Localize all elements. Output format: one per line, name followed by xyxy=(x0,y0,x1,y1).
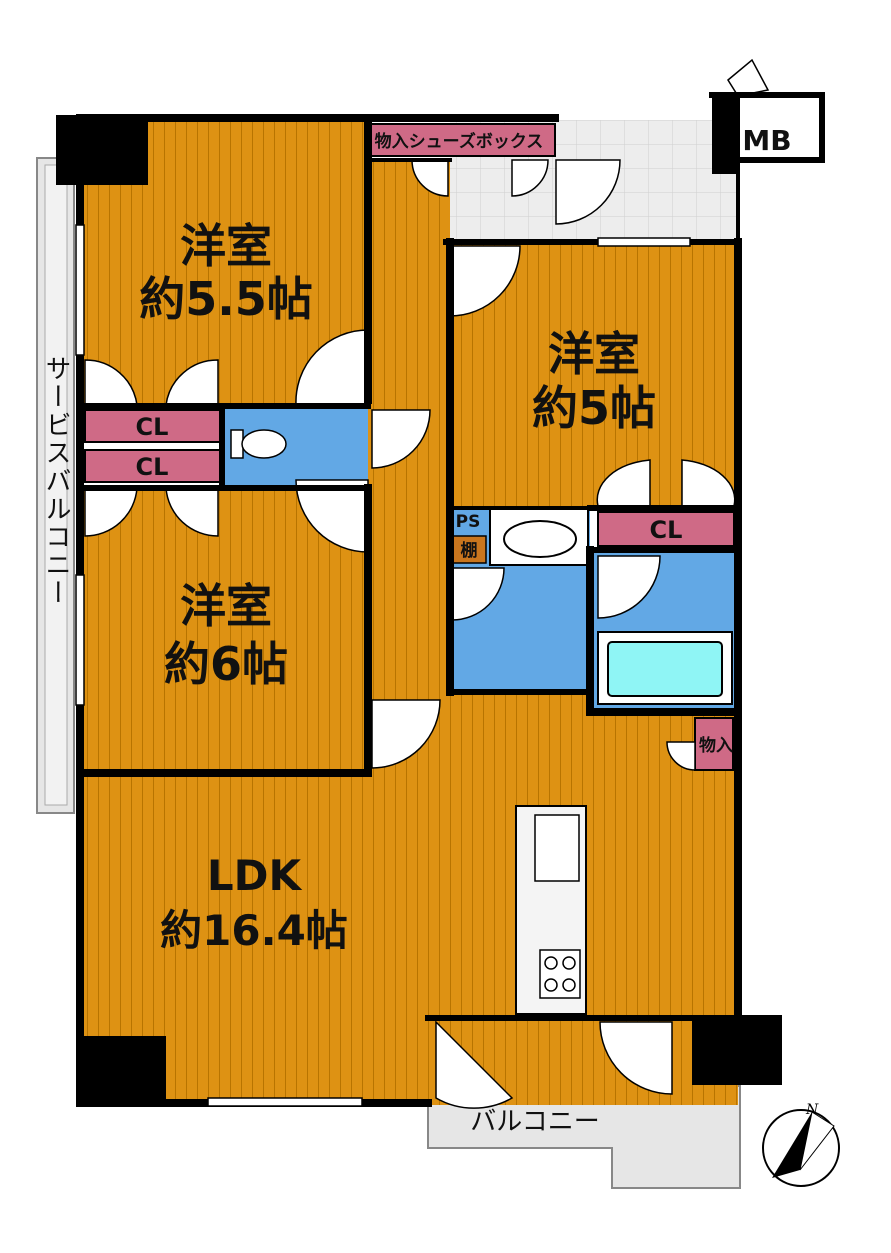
closet-2-label: CL xyxy=(136,453,169,481)
room-2-name: 洋室 xyxy=(180,579,272,633)
shoe-box-label: 物入シューズボックス xyxy=(375,131,544,152)
mb-label: MB xyxy=(742,124,791,157)
room-3-name: 洋室 xyxy=(548,327,640,381)
room-2-size: 約6帖 xyxy=(164,637,288,691)
room-1-size: 約5.5帖 xyxy=(139,272,313,326)
compass-north-label: N xyxy=(805,1102,819,1118)
main-balcony-label: バルコニー xyxy=(470,1107,599,1137)
structural-columns xyxy=(56,94,782,1104)
room-1-name: 洋室 xyxy=(180,219,272,273)
floor-areas xyxy=(80,118,738,1105)
compass-icon xyxy=(762,1109,840,1187)
closet-3-label: CL xyxy=(650,516,683,544)
storage-label: 物入 xyxy=(699,735,733,756)
toilet-icon xyxy=(230,429,287,459)
ldk-name: LDK xyxy=(207,851,303,900)
room-3-size: 約5帖 xyxy=(532,381,656,435)
service-balcony-label: サービスバルコニー xyxy=(41,355,71,607)
closet-1-label: CL xyxy=(136,413,169,441)
service-balcony xyxy=(36,157,75,814)
windows xyxy=(75,224,691,1107)
door-swings xyxy=(84,58,770,1109)
shelf-label: 棚 xyxy=(461,540,478,561)
bathroom-fixtures xyxy=(489,508,733,705)
walls xyxy=(76,92,825,1107)
ldk-size: 約16.4帖 xyxy=(160,906,348,955)
ps-label: PS xyxy=(456,512,481,532)
kitchen-counter xyxy=(515,805,587,1015)
